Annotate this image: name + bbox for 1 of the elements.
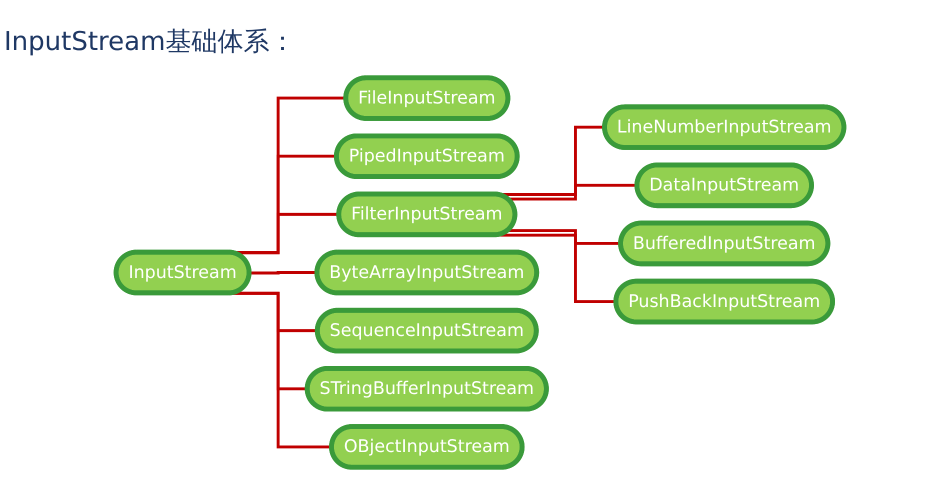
title: InputStream基础体系： [4,26,296,59]
